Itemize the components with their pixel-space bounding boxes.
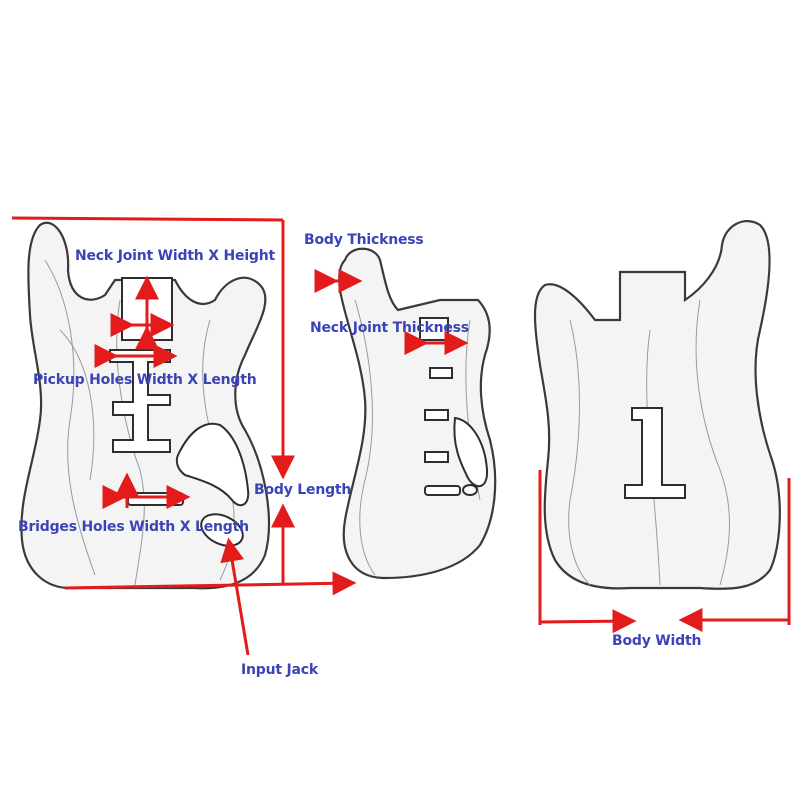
bridges-holes-label: Bridges Holes Width X Length [18,519,249,535]
body-thickness-label: Body Thickness [304,232,424,248]
neck-joint-thickness-label: Neck Joint Thickness [310,320,469,336]
side-body-view [338,247,497,580]
body-width-label: Body Width [612,633,702,649]
back-body-view [533,219,781,590]
measurement-annotations [11,216,791,656]
neck-joint-width-height-label: Neck Joint Width X Height [75,248,276,264]
input-jack-label: Input Jack [241,662,318,678]
body-length-label: Body Length [254,482,352,498]
pickup-holes-label: Pickup Holes Width X Length [33,372,257,388]
front-body-view [20,221,271,590]
